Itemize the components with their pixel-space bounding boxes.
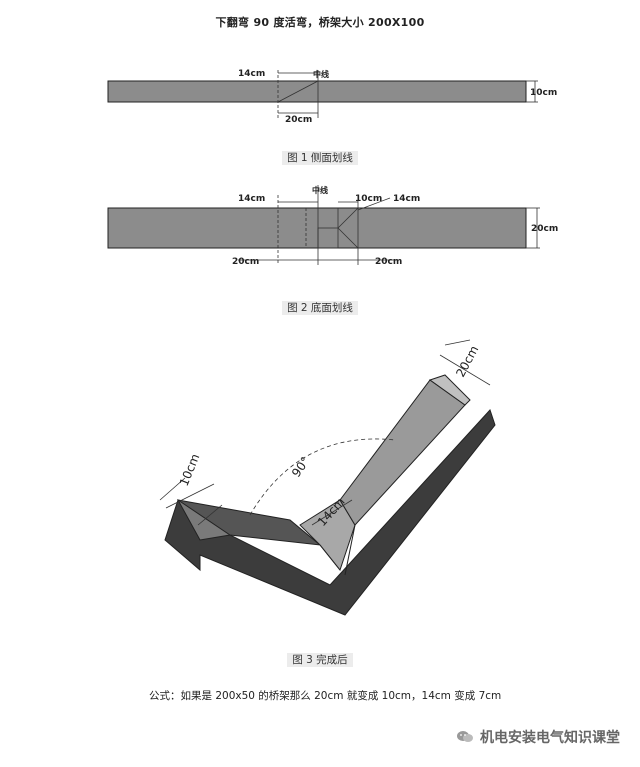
- figure-2-bottom-view: 14cm 中线 10cm 14cm 20cm 20cm 20cm: [107, 185, 558, 267]
- formula-text: 公式：如果是 200x50 的桥架那么 20cm 就变成 10cm，14cm 变…: [149, 690, 502, 702]
- tray-side-bar: [107, 80, 527, 103]
- label-10cm: 10cm: [355, 194, 382, 204]
- cut-square: [317, 227, 339, 249]
- label-90-degree: 90°: [289, 454, 313, 479]
- angle-arc: [249, 438, 396, 516]
- label-10cm: 10cm: [177, 452, 203, 488]
- label-14cm-left: 14cm: [238, 194, 265, 204]
- figure-1-caption: 图 1 侧面划线: [0, 150, 640, 165]
- right-arm-face: [339, 379, 466, 526]
- bend-face: [299, 499, 356, 572]
- page-title: 下翻弯 90 度活弯，桥架大小 200X100: [215, 16, 425, 29]
- wechat-icon: [457, 731, 473, 742]
- tray-bottom-bar: [107, 207, 527, 249]
- figure-3-caption: 图 3 完成后: [0, 652, 640, 667]
- watermark-text: 机电安装电气知识课堂: [480, 730, 620, 746]
- label-14cm-right: 14cm: [393, 194, 420, 204]
- label-20cm: 20cm: [285, 115, 312, 125]
- diagonal-cut-line: [337, 227, 359, 249]
- watermark: 机电安装电气知识课堂: [456, 727, 620, 747]
- figure-1-side-view: 14cm 中线 20cm 10cm: [107, 69, 557, 125]
- right-flange: [428, 374, 471, 406]
- label-center-line: 中线: [313, 69, 329, 79]
- figure-3-finished-bend: 10cm 90° 14cm 20cm: [159, 339, 496, 616]
- label-20cm-height: 20cm: [531, 224, 558, 234]
- label-20cm-left: 20cm: [232, 257, 259, 267]
- tray-base-plate: [164, 409, 496, 616]
- figure-2-caption: 图 2 底面划线: [0, 300, 640, 315]
- label-20cm-right: 20cm: [375, 257, 402, 267]
- label-center-line: 中线: [312, 185, 328, 195]
- label-20cm: 20cm: [453, 343, 481, 379]
- diagonal-cut-line: [277, 80, 319, 103]
- label-14cm: 14cm: [238, 69, 265, 79]
- label-10cm: 10cm: [530, 88, 557, 98]
